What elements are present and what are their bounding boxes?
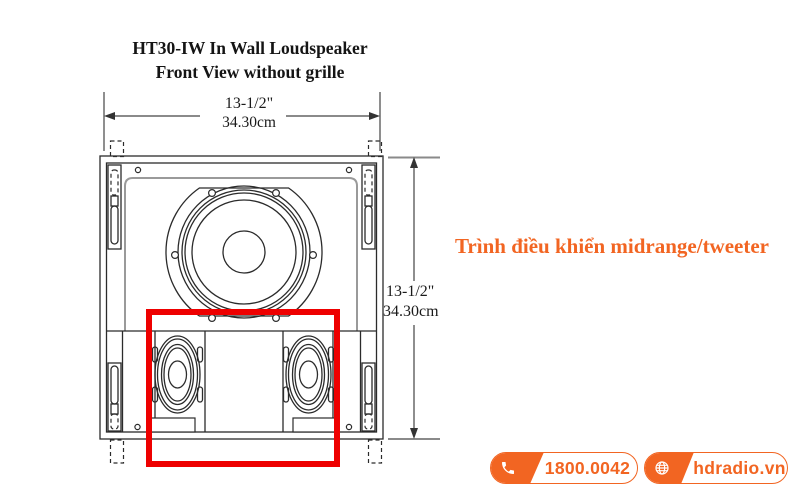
phone-badge[interactable]: 1800.0042 — [490, 452, 638, 484]
highlight-box — [146, 309, 340, 467]
width-dimension-cm: 34.30cm — [222, 114, 276, 131]
height-dimension-lines — [388, 156, 440, 440]
phone-badge-accent — [491, 453, 544, 483]
width-dimension-inches: 13-1/2" — [224, 95, 274, 112]
diagram-title-line2: Front View without grille — [155, 62, 345, 82]
midrange-tweeter-drivers — [151, 335, 335, 414]
mounting-slots — [107, 164, 376, 432]
website-url: hdradio.vn — [693, 457, 786, 478]
website-badge-accent — [645, 453, 694, 483]
speaker-frame — [99, 140, 384, 464]
height-dimension-inches: 13-1/2" — [386, 283, 435, 300]
globe-icon — [655, 461, 669, 475]
website-badge[interactable]: hdradio.vn — [644, 452, 788, 484]
phone-icon — [502, 462, 514, 474]
midrange-tweeter-annotation: Trình điều khiển midrange/tweeter — [454, 234, 769, 258]
midrange-left — [151, 335, 204, 414]
midrange-right — [282, 335, 335, 414]
height-dimension-cm: 34.30cm — [383, 303, 439, 320]
phone-number: 1800.0042 — [544, 457, 631, 478]
woofer-driver — [165, 185, 323, 323]
width-dimension-lines — [103, 92, 381, 151]
diagram-title-line1: HT30-IW In Wall Loudspeaker — [132, 38, 368, 58]
